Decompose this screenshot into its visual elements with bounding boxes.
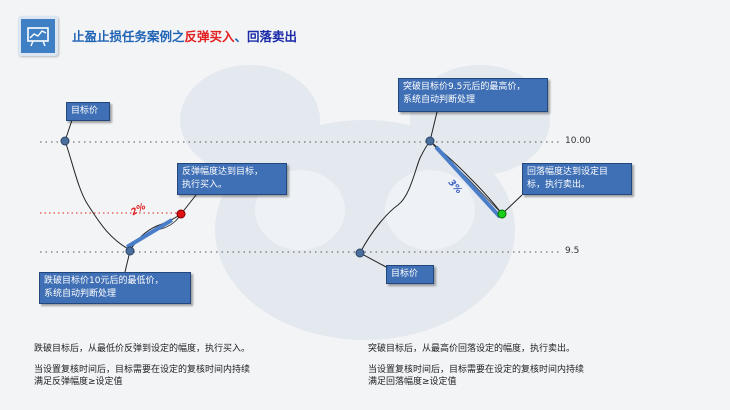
right-price-path <box>359 140 503 254</box>
right-desc-line-3: 满足回落幅度≥设定值 <box>368 377 457 387</box>
right-target-callout: 目标价 <box>386 265 434 284</box>
title-part-main: 止盈止损任务案例之 <box>72 29 185 44</box>
left-desc-line-3: 满足反弹幅度≥设定值 <box>34 377 123 387</box>
upper-level-label: 10.00 <box>565 136 591 146</box>
right-desc-line-1: 突破目标后，从最高价回落设定的幅度，执行卖出。 <box>368 344 576 354</box>
left-price-path <box>64 140 182 251</box>
sell-point <box>497 209 507 219</box>
right-high-node <box>425 136 435 146</box>
right-fall-connector <box>501 194 523 215</box>
title-part-rebound-buy: 反弹买入 <box>184 29 235 44</box>
lower-level-label: 9.5 <box>565 246 580 256</box>
buy-point <box>176 209 186 219</box>
right-target-connector <box>359 252 389 269</box>
fall-callout: 回落幅度达到设定目 标，执行卖出。 <box>522 163 632 195</box>
left-target-node <box>60 136 70 146</box>
right-description: 突破目标后，从最高价回落设定的幅度，执行卖出。 当设置复核时间后，目标需要在设定… <box>368 343 688 388</box>
left-low-callout: 跌破目标价10元后的最低价， 系统自动判断处理 <box>39 272 191 304</box>
left-description: 跌破目标后，从最低价反弹到设定的幅度，执行买入。 当设置复核时间后，目标需要在设… <box>34 343 334 388</box>
left-desc-line-2: 当设置复核时间后，目标需要在设定的复核时间内持续 <box>34 365 251 375</box>
right-target-node <box>355 248 365 258</box>
page-title: 止盈止损任务案例之反弹买入、回落卖出 <box>72 26 297 45</box>
rebound-callout: 反弹幅度达到目标， 执行买入。 <box>177 163 287 195</box>
left-target-callout: 目标价 <box>66 102 110 121</box>
right-fall-bar <box>434 145 502 219</box>
title-part-fall-sell: 回落卖出 <box>247 29 298 44</box>
right-high-connector <box>429 111 438 142</box>
title-separator: 、 <box>234 29 248 44</box>
left-rebound-bar <box>125 218 174 249</box>
right-desc-line-2: 当设置复核时间后，目标需要在设定的复核时间内持续 <box>368 365 585 375</box>
left-desc-line-1: 跌破目标后，从最低价反弹到设定的幅度，执行买入。 <box>34 344 251 354</box>
left-low-node <box>125 246 135 256</box>
chart-board-icon <box>18 16 58 56</box>
right-high-callout: 突破目标价9.5元后的最高价， 系统自动判断处理 <box>398 78 548 112</box>
